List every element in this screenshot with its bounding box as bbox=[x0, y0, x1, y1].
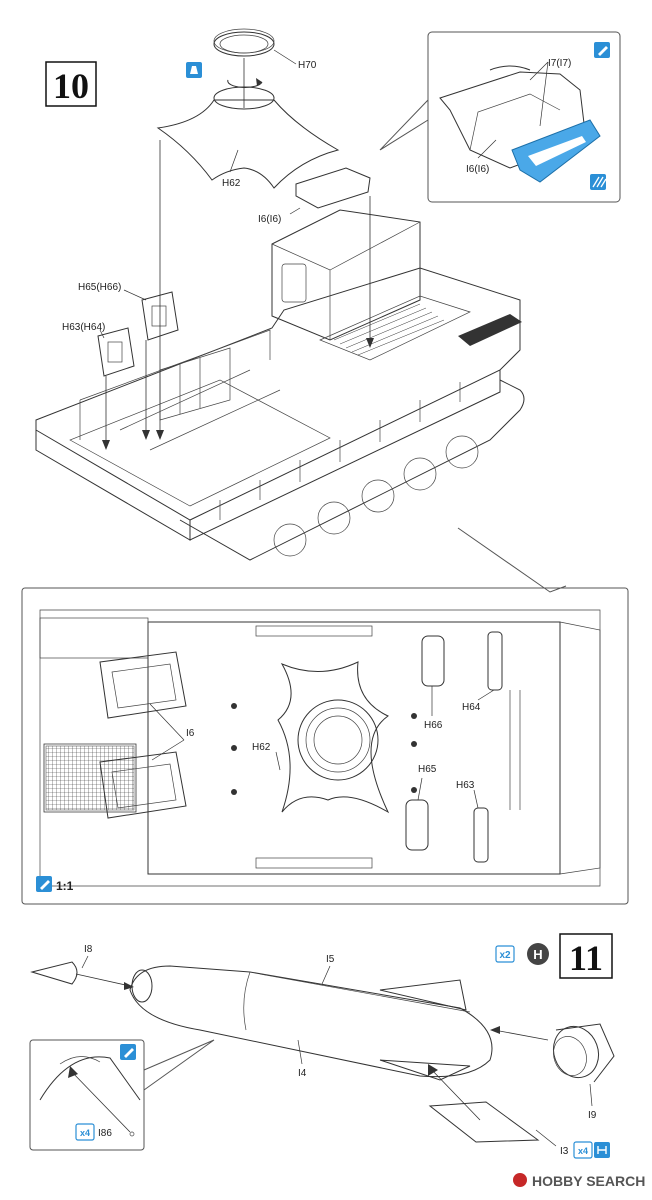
multiplier-badge: x2 bbox=[495, 945, 515, 963]
watermark: HOBBY SEARCH bbox=[513, 1173, 645, 1189]
part-i9: I9 bbox=[552, 1023, 615, 1121]
part-i8: I8 bbox=[30, 944, 134, 990]
label-h63-h64: H63(H64) bbox=[62, 322, 105, 333]
inset-i6-i7: I7(I7) I6(I6) bbox=[379, 31, 621, 203]
label-i7: I7(I7) bbox=[548, 58, 571, 69]
part-i6-top: I6(I6) bbox=[258, 167, 374, 348]
top-view-panel: I6 H62 H66 H65 H64 H63 bbox=[21, 587, 629, 905]
step-11-multiplier: x2 bbox=[499, 950, 511, 961]
step-11-header: x2 H 11 bbox=[495, 933, 613, 979]
part-h65-h66: H65(H66) bbox=[78, 140, 179, 440]
part-i3: I3 x4 bbox=[428, 1101, 610, 1159]
top-label-h63: H63 bbox=[456, 780, 475, 791]
magnet-icon bbox=[594, 1142, 610, 1158]
missile-body: I5 I4 bbox=[129, 954, 549, 1121]
top-label-h65: H65 bbox=[418, 764, 437, 775]
scale-label: 1:1 bbox=[56, 879, 74, 893]
i3-qty-badge: x4 bbox=[573, 1141, 593, 1159]
step-10-number: 10 bbox=[53, 66, 89, 106]
label-i4: I4 bbox=[298, 1068, 307, 1079]
i3-qty: x4 bbox=[578, 1146, 588, 1156]
label-i6-top: I6(I6) bbox=[258, 214, 281, 225]
label-i86: I86 bbox=[98, 1128, 112, 1139]
top-label-h62: H62 bbox=[252, 742, 271, 753]
part-h63-h64: H63(H64) bbox=[62, 322, 135, 450]
paint-icon bbox=[120, 1044, 136, 1060]
label-i3: I3 bbox=[560, 1146, 569, 1157]
label-i5: I5 bbox=[326, 954, 335, 965]
step-11-number: 11 bbox=[569, 938, 603, 978]
label-i8: I8 bbox=[84, 944, 93, 955]
vehicle-hull bbox=[35, 209, 525, 561]
glue-icon bbox=[186, 62, 202, 78]
part-h70: H70 bbox=[213, 28, 317, 71]
paint-icon bbox=[36, 876, 52, 892]
i86-qty-badge: x4 bbox=[75, 1123, 95, 1141]
i86-qty: x4 bbox=[80, 1128, 90, 1138]
watermark-text: HOBBY SEARCH bbox=[532, 1173, 645, 1189]
label-i9: I9 bbox=[588, 1110, 597, 1121]
top-label-h64: H64 bbox=[462, 702, 481, 713]
paint-icon bbox=[594, 42, 610, 58]
detail-inset-i86: x4 I86 bbox=[29, 1039, 215, 1151]
paint-stripe-icon bbox=[590, 174, 607, 190]
label-i6-inset: I6(I6) bbox=[466, 164, 489, 175]
sprue-badge-letter: H bbox=[533, 947, 542, 962]
grille-pattern bbox=[45, 745, 135, 811]
label-h65-h66: H65(H66) bbox=[78, 282, 121, 293]
scale-indicator: 1:1 bbox=[36, 876, 74, 893]
part-h62: H62 bbox=[156, 86, 340, 189]
top-label-i6: I6 bbox=[186, 728, 195, 739]
sprue-h-badge: H bbox=[527, 943, 549, 965]
label-h62: H62 bbox=[222, 178, 241, 189]
label-h70: H70 bbox=[298, 60, 317, 71]
top-label-h66: H66 bbox=[424, 720, 443, 731]
step-10-badge: 10 bbox=[45, 61, 97, 107]
